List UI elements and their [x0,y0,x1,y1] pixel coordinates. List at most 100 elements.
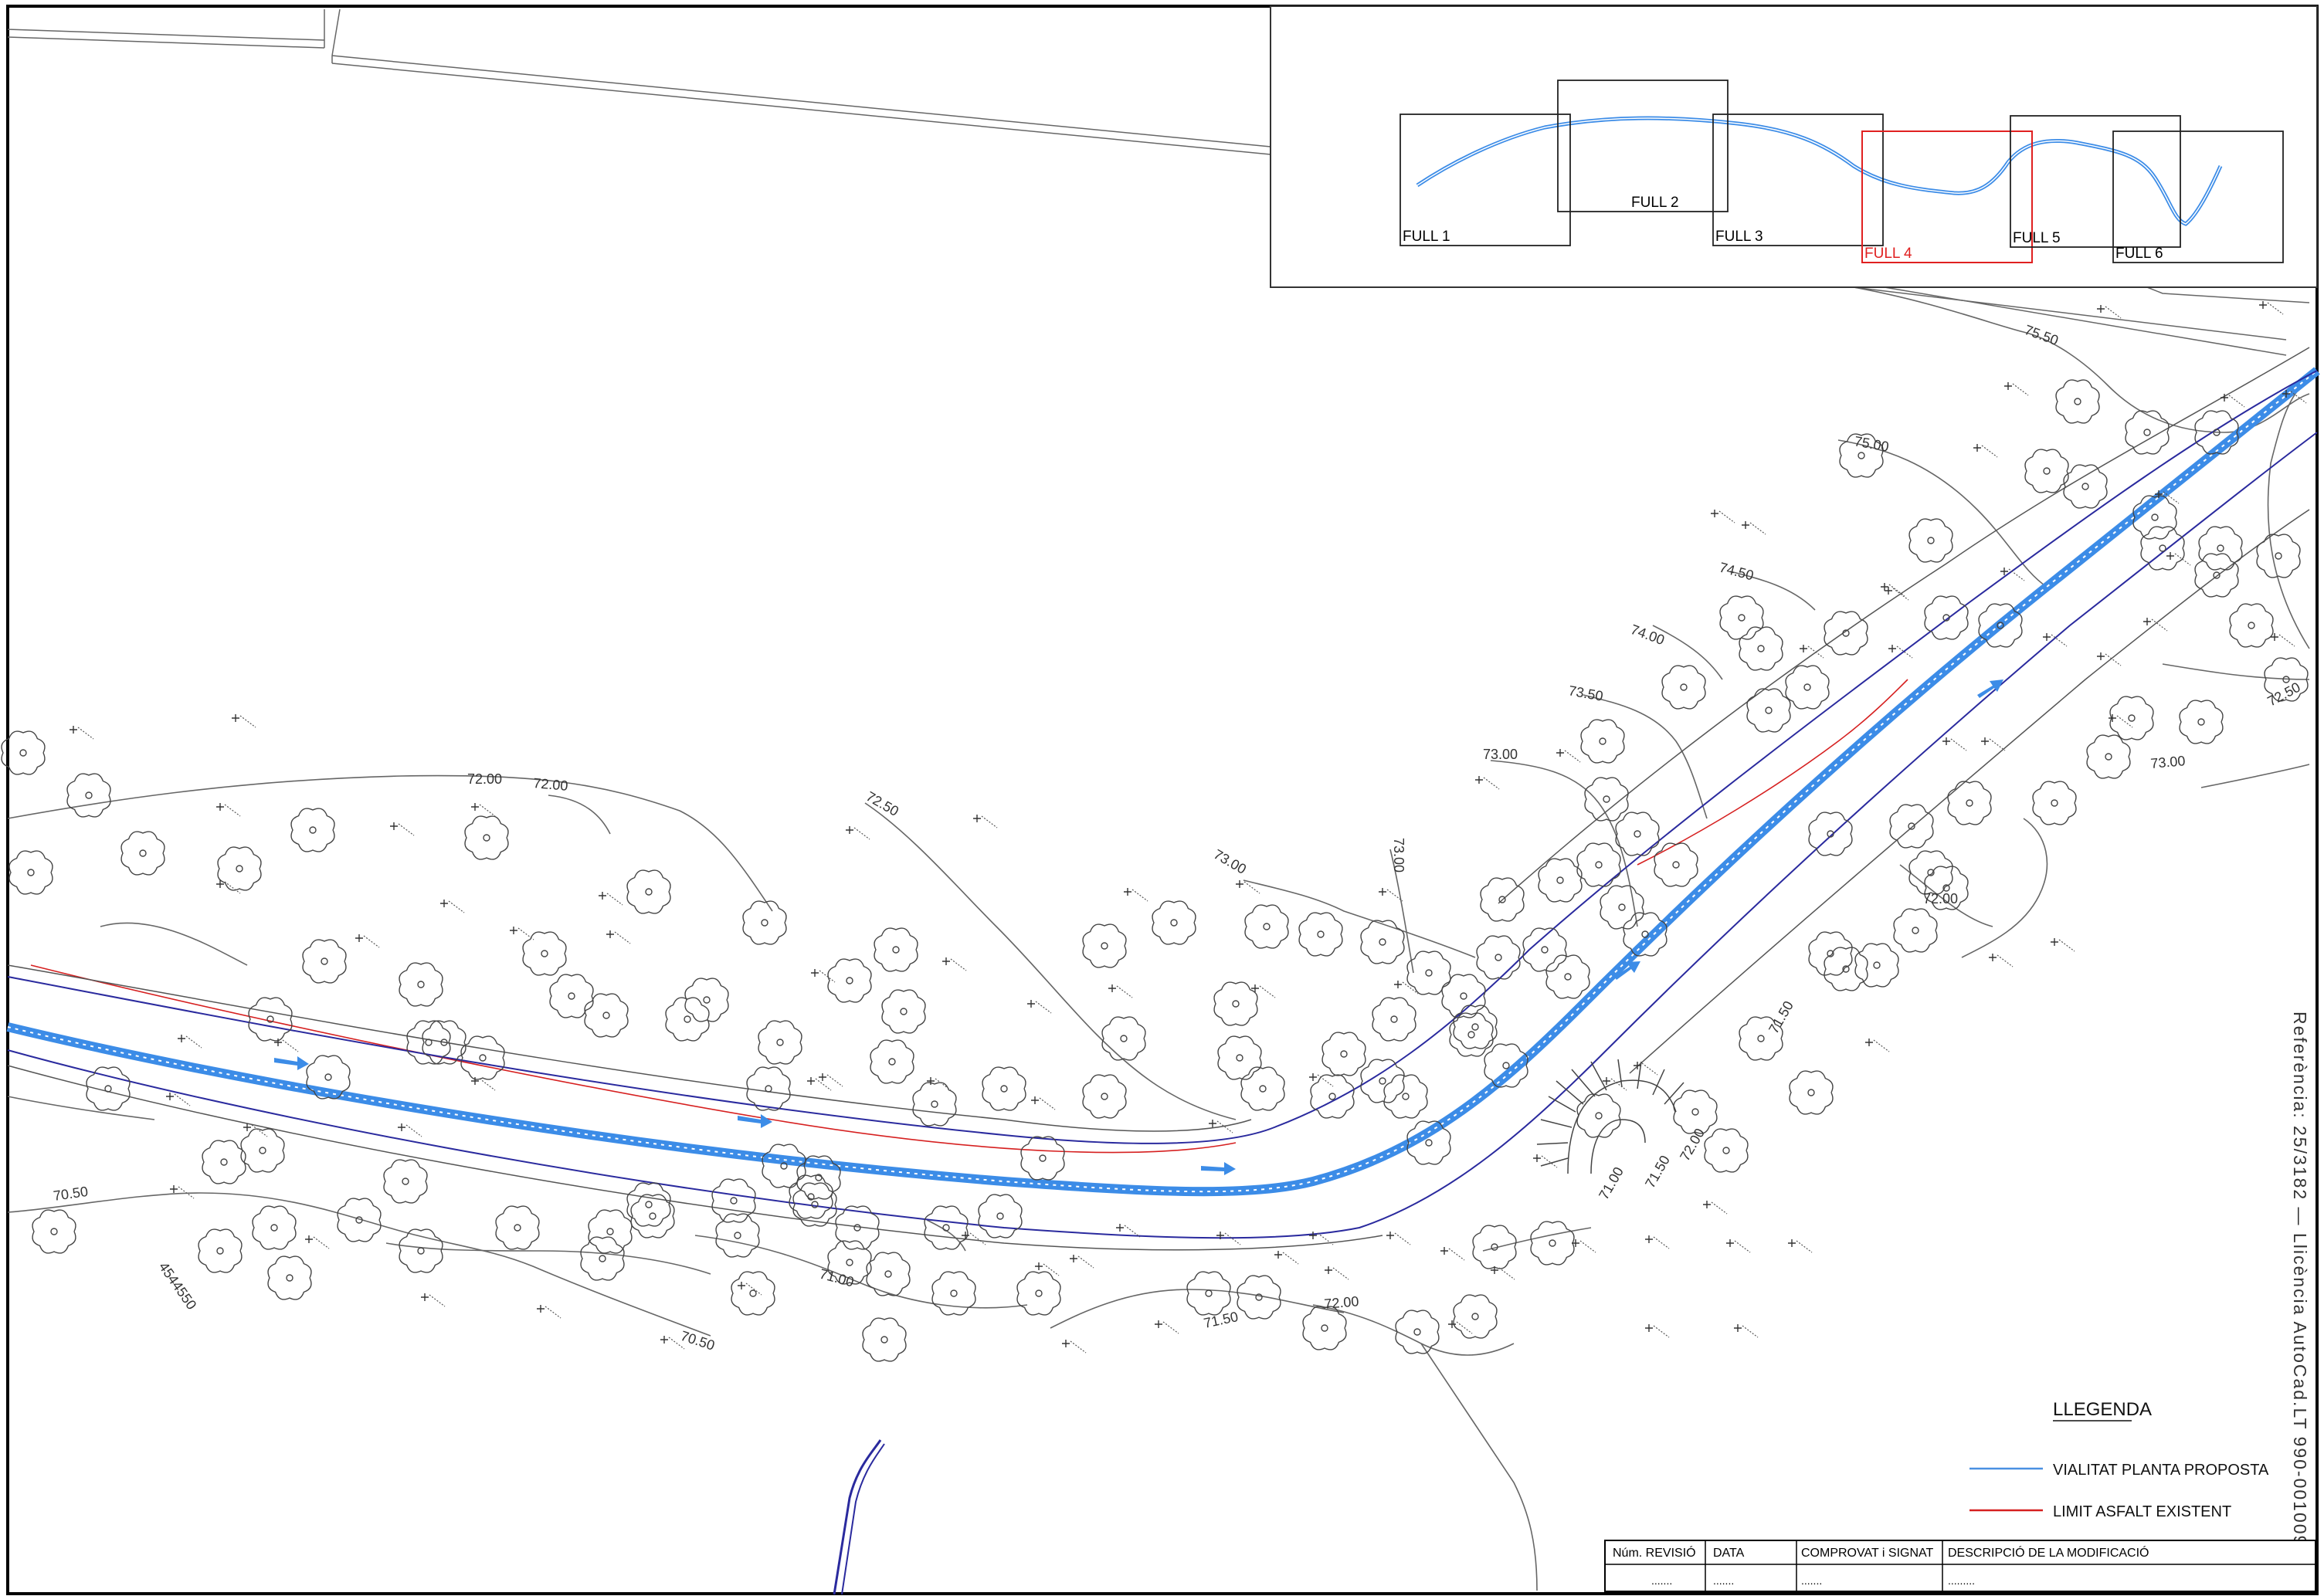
spot-elevation-leader [819,970,836,983]
tree-symbol [931,1271,976,1316]
spot-elevation-leader [185,1035,202,1049]
tree-symbol [1785,665,1830,710]
spot-elevation-mark [1124,888,1131,896]
spot-elevation-mark [1440,1247,1448,1255]
spot-elevation-mark [2259,301,2267,309]
spot-elevation-mark [2004,382,2012,390]
tree-symbol [2179,700,2224,744]
spot-elevation-mark [1070,1255,1077,1262]
spot-elevation-mark [1734,1324,1742,1332]
spot-elevation-leader [2008,568,2025,581]
tree-symbol [684,978,729,1022]
tree-symbol [383,1159,428,1204]
spot-elevation-leader [1317,1232,1334,1245]
spot-elevation-leader [1162,1321,1179,1334]
tree-symbol [870,1039,914,1084]
tree-symbol [1704,1128,1749,1173]
spot-elevation-leader [1448,1248,1465,1261]
tree-symbol [399,962,443,1007]
tree-symbol [1237,1275,1281,1320]
key-map-sheet-1 [1399,114,1571,246]
spot-elevation-leader [826,1074,843,1087]
spot-elevation-mark [1035,1262,1043,1270]
contour-label: 72.00 [467,771,502,787]
spot-elevation-leader [1483,777,1500,790]
spot-elevation-leader [1224,1232,1241,1245]
tree-symbol [758,1020,802,1065]
tree-symbol [1908,518,1953,563]
contour-label: 70.50 [679,1328,717,1354]
tree-symbol [1522,927,1567,972]
key-map-sheet-6 [2112,130,2284,263]
revision-header: DATA [1713,1547,1745,1560]
tree-symbol [1808,931,1853,976]
tree-symbol [1584,777,1629,822]
spot-elevation-mark [1888,645,1896,652]
tree-symbol [1441,974,1486,1018]
tree-symbol [399,1228,443,1273]
tree-symbol [2194,410,2239,455]
tree-symbol [1824,611,1868,656]
spot-elevation-leader [2051,634,2068,647]
tree-symbol [2264,657,2309,702]
key-map-frame [1270,5,2318,288]
spot-elevation-mark [1379,888,1386,896]
spot-elevation-leader [1892,588,1909,601]
existing-road-top [7,8,2310,356]
proposed-road [6,347,2320,1595]
tree-symbol [1545,954,1590,999]
spot-elevation-mark [1726,1239,1734,1247]
tree-symbol [789,1174,833,1219]
spot-elevation-leader [668,1337,685,1350]
spot-elevation-mark [1155,1320,1162,1328]
tree-symbol [1600,885,1644,930]
spot-elevation-leader [1653,1236,1670,1249]
spot-elevation-mark [942,957,950,965]
spot-elevation-leader [853,827,870,840]
tree-symbol [1101,1016,1146,1061]
license-reference: Referència: 25/3182 — Llicència AutoCad.… [2290,1011,2310,1570]
tree-symbol [217,846,262,891]
spot-elevation-leader [1610,1078,1627,1091]
tree-symbol [1854,943,1899,988]
contour-label: 72.00 [1324,1293,1360,1312]
spot-elevation-leader [1402,981,1419,995]
tree-symbol [406,1020,451,1065]
spot-elevation-leader [1653,1325,1670,1338]
key-map-sheet-2 [1557,80,1729,212]
revision-table: Núm. REVISIÓ DATA COMPROVAT i SIGNAT DES… [1604,1540,2316,1592]
spot-elevation-mark [471,1077,479,1085]
spot-elevation-leader [1742,1325,1759,1338]
spot-elevation-leader [1807,646,1824,659]
spot-elevation-mark [807,1077,815,1085]
spot-elevation-mark [1556,749,1564,757]
spot-elevation-leader [363,935,380,948]
tree-symbol [626,1182,671,1227]
spot-elevation-leader [1734,1240,1751,1253]
tree-symbol [1789,1070,1834,1115]
spot-elevation-mark [1572,1239,1579,1247]
spot-elevation-mark [1309,1232,1317,1239]
spot-elevation-leader [1243,881,1260,894]
contour-label: 70.50 [53,1184,89,1204]
tree-symbol [248,997,293,1042]
contour-label: 73.00 [1483,747,1518,762]
tree-symbol [1661,665,1706,710]
tree-symbol [762,1144,806,1188]
tree-symbol [978,1194,1023,1239]
tree-symbol [1360,920,1405,964]
tree-symbol [2032,781,2077,825]
tree-symbol [1240,1066,1285,1111]
tree-symbol [1020,1136,1065,1181]
tree-symbol [1453,1005,1498,1049]
legend-title: LLEGENDA [2053,1399,2152,1420]
spot-elevation-leader [606,893,623,906]
revision-cell: ......... [1948,1574,1975,1587]
spot-elevation-leader [2163,491,2180,504]
tree-symbol [306,1055,351,1100]
spot-elevation-leader [1394,1232,1411,1245]
tree-symbol [464,815,509,860]
tree-symbol [1908,850,1953,895]
contour-label: 75.00 [1853,433,1890,455]
